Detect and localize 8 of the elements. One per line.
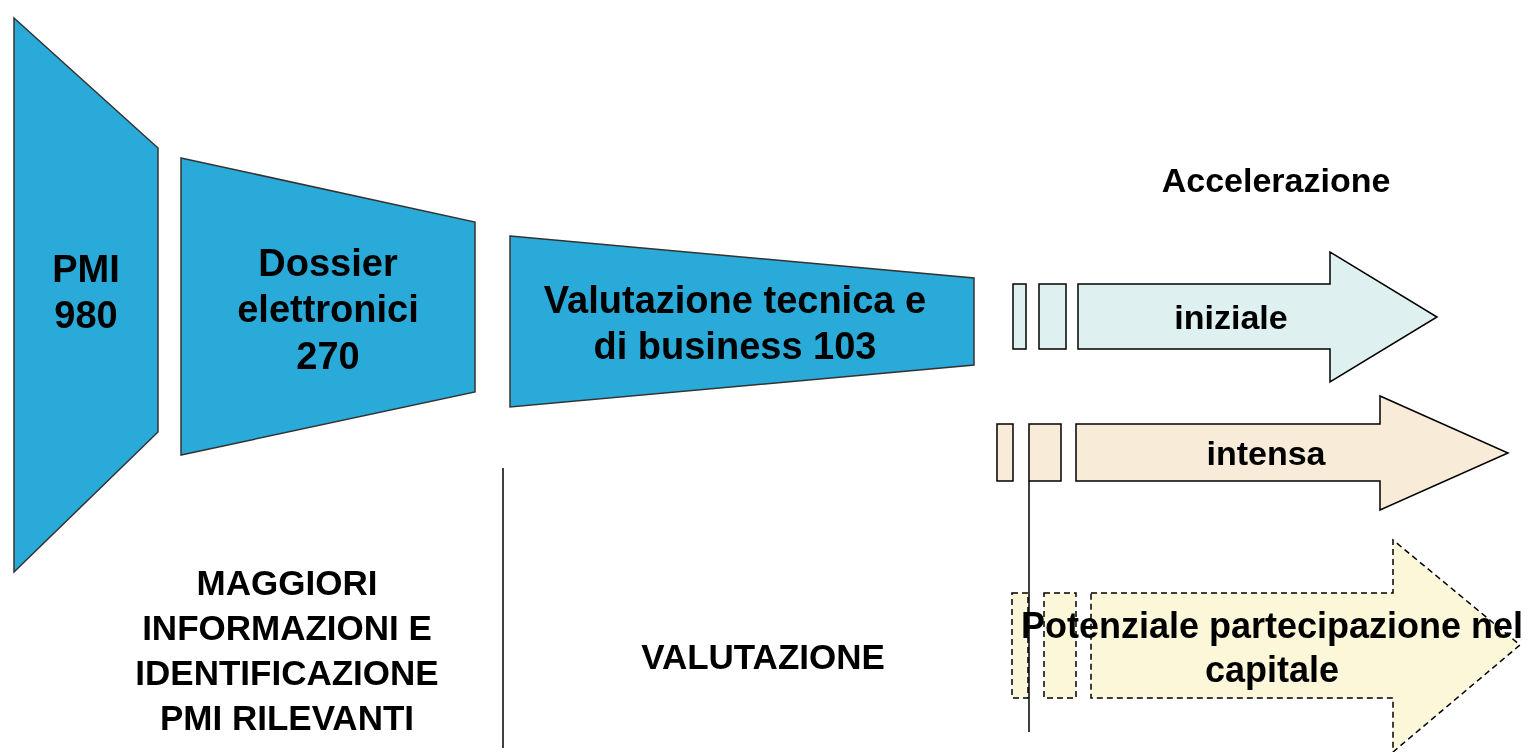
section-heading: Accelerazione <box>1161 160 1391 201</box>
phase-label: MAGGIORI INFORMAZIONI E IDENTIFICAZIONE PMI RILEVANTI <box>134 562 440 739</box>
phase-label: VALUTAZIONE <box>641 636 885 678</box>
arrow-label: intensa <box>1206 433 1326 475</box>
arrow-label: iniziale <box>1174 297 1288 339</box>
stage-label: PMI 980 <box>51 246 121 338</box>
stage-label: Dossier elettronici 270 <box>236 241 420 380</box>
stage-label: Valutazione tecnica e di business 103 <box>542 277 928 369</box>
